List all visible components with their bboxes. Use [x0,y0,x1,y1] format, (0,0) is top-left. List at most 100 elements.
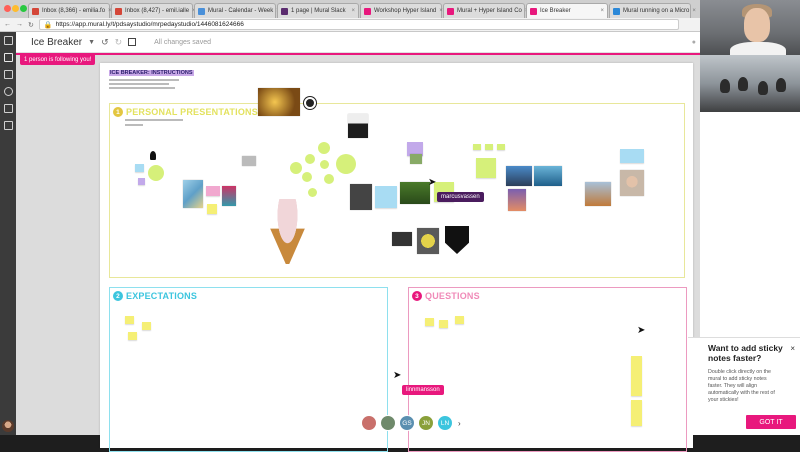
close-tab-icon[interactable]: × [692,8,696,14]
photo-screen[interactable] [242,156,256,166]
browser-tab[interactable]: Mural running on a Micro× [609,3,696,18]
sticky-yellow[interactable] [455,316,464,324]
browser-tab[interactable]: 1 page | Mural Slack× [277,3,359,18]
favicon-icon [281,7,288,15]
browser-tab[interactable]: Inbox (8,427) - emil.ialle× [111,3,196,18]
green-circle[interactable] [302,172,312,182]
sticky-yellow[interactable] [125,316,134,324]
sticky-pink[interactable] [206,186,220,196]
sticky-green[interactable] [485,144,493,150]
close-window-button[interactable] [4,5,11,12]
green-circle[interactable] [320,160,329,169]
instructions-text [109,79,179,81]
outline-view-icon[interactable] [128,38,137,46]
reload-icon[interactable]: ↻ [28,21,34,29]
photo-portrait[interactable] [620,170,644,196]
sticky-yellow[interactable] [207,204,217,214]
mural-canvas[interactable]: ICE BREAKER: INSTRUCTIONS 1 PERSONAL PRE… [16,55,700,452]
photo-logo[interactable] [392,232,412,246]
nhl-logo[interactable] [445,226,469,254]
sticky-purple[interactable] [138,178,145,185]
sticky-yellow[interactable] [439,320,448,328]
sticky-blue[interactable] [375,186,397,208]
mural-title[interactable]: Ice Breaker [31,36,83,48]
sticky-yellow[interactable] [631,356,642,396]
section-expectations[interactable]: 2 EXPECTATIONS [109,287,388,452]
close-tab-icon[interactable]: × [192,8,196,14]
address-bar: ← → ↻ 🔒 https://app.mural.ly/t/pdsaystud… [0,18,700,32]
sticky-green[interactable] [476,158,496,178]
photo-map[interactable] [183,180,203,208]
sticky-yellow[interactable] [142,322,151,330]
browser-tab[interactable]: Ice Breaker× [526,3,608,18]
close-tab-icon[interactable]: × [439,8,443,14]
photo-animal[interactable] [585,182,611,206]
text-tool-icon[interactable] [3,53,13,62]
people-tool-icon[interactable] [3,87,13,96]
green-circle[interactable] [318,142,330,154]
participant-avatar[interactable] [380,415,396,431]
sticky-yellow[interactable] [631,400,642,426]
sticky-yellow[interactable] [128,332,137,340]
more-participants-icon[interactable]: › [458,418,461,428]
images-tool-icon[interactable] [3,121,13,130]
sticky-yellow[interactable] [425,318,434,326]
green-circle[interactable] [336,154,356,174]
photo-small[interactable] [410,154,422,164]
current-user-avatar[interactable] [2,420,14,432]
green-circle[interactable] [305,154,315,164]
sticky-green[interactable] [473,144,481,150]
browser-tab[interactable]: Mural + Hyper Island Co× [443,3,528,18]
cursor-label-linnmansson: linnmansson [402,385,444,395]
undo-icon[interactable]: ↺ [101,36,109,47]
close-tab-icon[interactable]: × [351,8,355,14]
sticky-green[interactable] [497,144,505,150]
photo-landscape[interactable] [534,166,562,186]
section-personal-presentations[interactable]: 1 PERSONAL PRESENTATIONS [109,88,685,278]
url-field[interactable]: 🔒 https://app.mural.ly/t/pdsaystudio/mrp… [38,19,679,30]
green-circle[interactable] [308,188,317,197]
sticky-purple[interactable] [407,142,423,156]
mural-board[interactable]: ICE BREAKER: INSTRUCTIONS 1 PERSONAL PRE… [100,63,693,452]
favicon-icon [364,7,371,15]
close-icon[interactable]: × [790,344,795,353]
sticky-note-tool-icon[interactable] [3,36,13,45]
browser-tab[interactable]: Mural - Calendar - Week× [194,3,280,18]
green-circle[interactable] [324,174,334,184]
green-circle[interactable] [148,165,164,181]
close-tab-icon[interactable]: × [600,8,604,14]
photo-group[interactable] [222,186,236,206]
maximize-window-button[interactable] [20,5,27,12]
tab-label: Inbox (8,366) - emilia.fo [42,8,106,14]
sticky-blue[interactable] [620,149,644,163]
got-it-button[interactable]: GOT IT [746,415,796,429]
globe-icon[interactable] [304,97,316,109]
forward-arrow-icon[interactable]: → [16,21,23,28]
participant-avatar[interactable]: GS [399,415,415,431]
redo-icon[interactable]: ↻ [114,36,123,47]
photo-sunset[interactable] [508,189,526,211]
minimize-window-button[interactable] [12,5,19,12]
photo-person-black[interactable] [348,114,368,138]
shapes-tool-icon[interactable] [3,70,13,79]
favicon-icon [198,7,205,15]
photo-ice-cream[interactable] [270,199,305,264]
participant-avatar[interactable]: JN [418,415,434,431]
photo-champagne[interactable] [258,88,300,116]
green-circle[interactable] [290,162,302,174]
close-tab-icon[interactable]: × [108,8,112,14]
back-arrow-icon[interactable]: ← [4,21,11,28]
photo-dark[interactable] [350,184,372,210]
sticky-blue[interactable] [135,164,144,172]
share-user-icon[interactable]: ● [691,38,696,46]
browser-tab[interactable]: Workshop Hyper Island× [360,3,443,18]
browser-tab[interactable]: Inbox (8,366) - emilia.fo× [28,3,112,18]
photo-green[interactable] [400,182,430,204]
section-title: PERSONAL PRESENTATIONS [126,107,258,117]
photo-city[interactable] [506,166,532,186]
chevron-down-icon[interactable]: ▼ [88,38,96,46]
photo-logo[interactable] [417,228,439,254]
participant-avatar[interactable] [361,415,377,431]
frameworks-tool-icon[interactable] [3,104,13,113]
participant-avatar[interactable]: LN [437,415,453,431]
